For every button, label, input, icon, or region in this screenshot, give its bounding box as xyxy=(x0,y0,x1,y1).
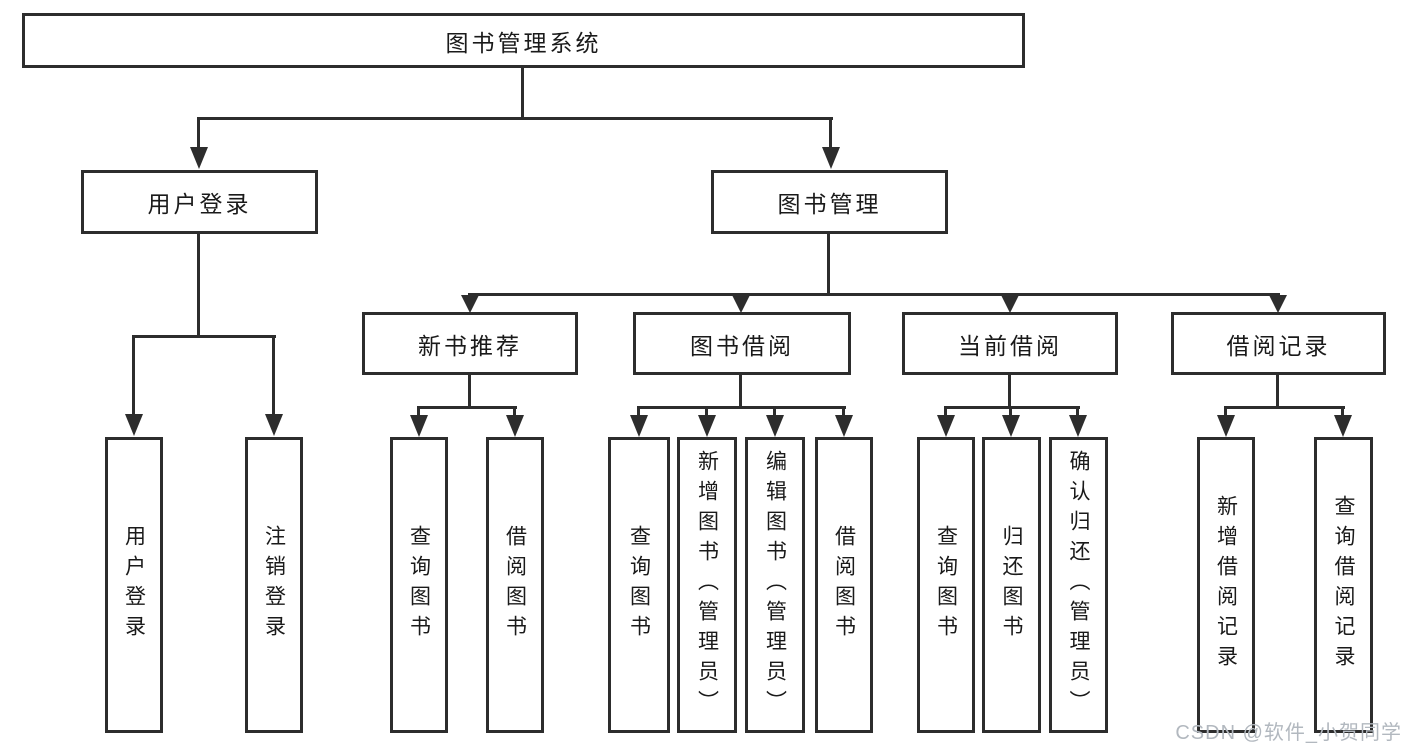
connector-rec-drop xyxy=(417,406,420,416)
connector-borrow-vertical xyxy=(739,375,742,406)
leaf-borrow-borrow-books-label: 借阅图书 xyxy=(832,525,856,645)
arrowhead-down-icon xyxy=(822,147,840,169)
leaf-current-query-books-label: 查询图书 xyxy=(934,525,958,645)
connector-root-vertical xyxy=(521,68,524,117)
leaf-records-add-record: 新增借阅记录 xyxy=(1197,437,1255,733)
leaf-current-return-books-label: 归还图书 xyxy=(1000,525,1023,645)
leaf-user-login: 用户登录 xyxy=(105,437,163,733)
connector-borrow-drop xyxy=(773,406,776,416)
connector-current-drop xyxy=(1009,406,1012,416)
leaf-current-confirm-return-admin: 确认归还（管理员） xyxy=(1049,437,1108,733)
node-user-login: 用户登录 xyxy=(81,170,318,234)
arrowhead-down-icon xyxy=(190,147,208,169)
arrowhead-down-icon xyxy=(732,295,750,313)
connector-bookmgmt-horizontal xyxy=(468,293,1280,296)
leaf-borrow-query-books: 查询图书 xyxy=(608,437,670,733)
arrowhead-down-icon xyxy=(1001,295,1019,313)
leaf-current-return-books: 归还图书 xyxy=(982,437,1041,733)
leaf-current-confirm-return-admin-label: 确认归还（管理员） xyxy=(1067,450,1090,720)
connector-current-drop xyxy=(944,406,947,416)
leaf-rec-query-books-label: 查询图书 xyxy=(407,525,431,645)
leaf-rec-borrow-books-label: 借阅图书 xyxy=(503,525,527,645)
connector-root-horizontal xyxy=(197,117,833,120)
leaf-logout-label: 注销登录 xyxy=(262,525,286,645)
arrowhead-down-icon xyxy=(766,415,784,437)
connector-records-vertical xyxy=(1276,375,1279,406)
node-root: 图书管理系统 xyxy=(22,13,1025,68)
arrowhead-down-icon xyxy=(1002,415,1020,437)
node-new-book-recommend: 新书推荐 xyxy=(362,312,578,375)
csdn-watermark: CSDN @软件_小贺同学 xyxy=(1175,722,1402,744)
arrowhead-down-icon xyxy=(125,414,143,436)
arrowhead-down-icon xyxy=(1269,295,1287,313)
connector-userlogin-horizontal xyxy=(132,335,276,338)
node-book-management: 图书管理 xyxy=(711,170,948,234)
connector-records-horizontal xyxy=(1224,406,1345,409)
arrowhead-down-icon xyxy=(410,415,428,437)
arrowhead-down-icon xyxy=(506,415,524,437)
arrowhead-down-icon xyxy=(698,415,716,437)
connector-root-drop-left xyxy=(197,117,200,150)
leaf-borrow-query-books-label: 查询图书 xyxy=(627,525,651,645)
leaf-records-add-record-label: 新增借阅记录 xyxy=(1214,495,1238,675)
arrowhead-down-icon xyxy=(461,295,479,313)
leaf-records-query-record: 查询借阅记录 xyxy=(1314,437,1373,733)
connector-current-vertical xyxy=(1008,375,1011,406)
leaf-rec-borrow-books: 借阅图书 xyxy=(486,437,544,733)
connector-current-drop xyxy=(1076,406,1079,416)
connector-borrow-horizontal xyxy=(637,406,846,409)
arrowhead-down-icon xyxy=(630,415,648,437)
arrowhead-down-icon xyxy=(835,415,853,437)
connector-bookmgmt-vertical xyxy=(827,233,830,293)
arrowhead-down-icon xyxy=(265,414,283,436)
arrowhead-down-icon xyxy=(1334,415,1352,437)
leaf-current-query-books: 查询图书 xyxy=(917,437,975,733)
leaf-logout: 注销登录 xyxy=(245,437,303,733)
leaf-borrow-edit-books-admin-label: 编辑图书（管理员） xyxy=(763,450,787,720)
arrowhead-down-icon xyxy=(937,415,955,437)
connector-userlogin-vertical xyxy=(197,234,200,335)
node-borrow-records: 借阅记录 xyxy=(1171,312,1386,375)
connector-userlogin-drop-right xyxy=(272,335,275,415)
connector-rec-vertical xyxy=(468,375,471,406)
connector-rec-horizontal xyxy=(417,406,517,409)
leaf-borrow-add-books-admin-label: 新增图书（管理员） xyxy=(695,450,719,720)
connector-borrow-drop xyxy=(842,406,845,416)
connector-borrow-drop xyxy=(705,406,708,416)
connector-records-drop xyxy=(1224,406,1227,416)
leaf-user-login-label: 用户登录 xyxy=(122,525,146,645)
leaf-records-query-record-label: 查询借阅记录 xyxy=(1332,495,1355,675)
node-book-borrow: 图书借阅 xyxy=(633,312,851,375)
leaf-borrow-add-books-admin: 新增图书（管理员） xyxy=(677,437,737,733)
arrowhead-down-icon xyxy=(1217,415,1235,437)
leaf-rec-query-books: 查询图书 xyxy=(390,437,448,733)
connector-rec-drop xyxy=(513,406,516,416)
connector-current-horizontal xyxy=(944,406,1080,409)
connector-records-drop xyxy=(1341,406,1344,416)
arrowhead-down-icon xyxy=(1069,415,1087,437)
node-current-borrow: 当前借阅 xyxy=(902,312,1118,375)
connector-borrow-drop xyxy=(637,406,640,416)
leaf-borrow-edit-books-admin: 编辑图书（管理员） xyxy=(745,437,805,733)
connector-userlogin-drop-left xyxy=(132,335,135,415)
leaf-borrow-borrow-books: 借阅图书 xyxy=(815,437,873,733)
connector-root-drop-right xyxy=(829,117,832,150)
